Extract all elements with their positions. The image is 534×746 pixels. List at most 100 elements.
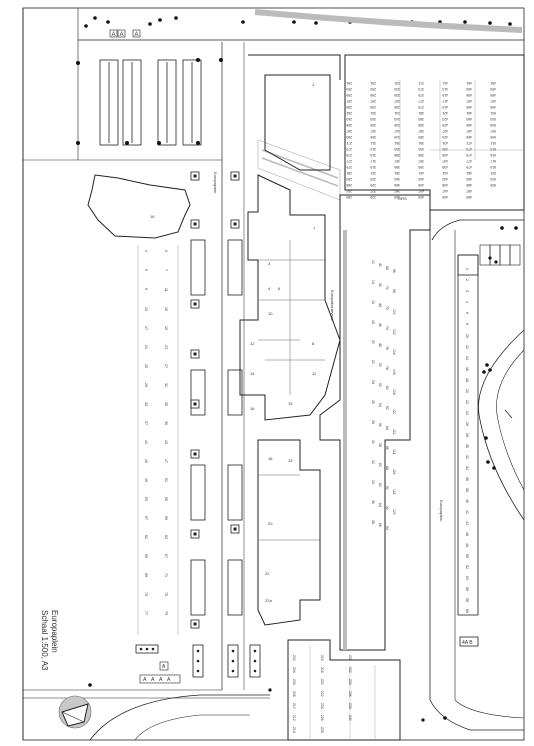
bottom-house-number: 224 [320, 703, 324, 709]
center-house-number: 102 [392, 329, 396, 335]
house-number: 353 [394, 147, 400, 151]
house-number: 391 [418, 141, 424, 145]
house-number: 359 [394, 165, 400, 169]
house-number: 425 [442, 123, 448, 127]
house-number: 505 [490, 123, 496, 127]
center-house-number: 20 [371, 340, 375, 344]
house-number: 339 [394, 105, 400, 109]
house-number: 417 [442, 99, 448, 103]
house-number: 463 [466, 117, 472, 121]
center-house-number: 16 [371, 300, 375, 304]
right-lot-number: 18 [465, 378, 469, 382]
house-number: 323 [370, 177, 376, 181]
house-number: 257 [346, 99, 352, 103]
lot-number: 23 [164, 345, 168, 349]
right-top-lots [479, 244, 521, 266]
center-house-number: 28 [371, 420, 375, 424]
house-number: 455 [466, 93, 472, 97]
lot-number: 25 [144, 364, 148, 368]
center-house-number: 96 [392, 269, 396, 273]
bottom-residential-grid: 2022042062082102122142162182202222242262… [287, 639, 401, 741]
house-number: 361 [394, 171, 400, 175]
shelter-blocks [99, 59, 202, 146]
bottom-house-number: 202 [292, 655, 296, 661]
lot-number: 11 [164, 288, 168, 292]
svg-text:11: 11 [312, 371, 317, 376]
house-number: 393 [418, 147, 424, 151]
svg-text:1: 1 [312, 82, 315, 87]
right-lot-number: 56 [465, 587, 469, 591]
house-number: 411 [442, 81, 448, 85]
house-number: 287 [346, 189, 352, 193]
svg-text:A: A [151, 677, 155, 683]
house-number: 477 [466, 159, 472, 163]
house-number: 523 [490, 177, 496, 181]
house-number: 299 [370, 105, 376, 109]
right-lot-number: 32 [465, 455, 469, 459]
bottom-house-number: 236 [348, 691, 352, 697]
lot-number: 77 [144, 611, 148, 615]
house-number: 449 [442, 195, 448, 199]
center-house-number: 66 [378, 523, 382, 527]
center-house-number: 104 [392, 349, 396, 355]
house-number: 427 [442, 129, 448, 133]
house-number: 345 [394, 123, 400, 127]
right-lot-number: 52 [465, 565, 469, 569]
center-house-number: 90 [385, 486, 389, 490]
house-number: 473 [466, 147, 472, 151]
house-number: 387 [418, 129, 424, 133]
svg-text:14: 14 [250, 371, 255, 376]
center-house-number: 76 [385, 346, 389, 350]
center-house-number: 116 [392, 469, 396, 475]
house-number: 471 [466, 141, 472, 145]
house-number: 503 [490, 117, 496, 121]
right-lot-number: 46 [465, 532, 469, 536]
lot-number: 79 [164, 611, 168, 615]
lot-number: 53 [144, 497, 148, 501]
lot-number: 49 [144, 478, 148, 482]
house-number: 497 [490, 99, 496, 103]
right-lot-number: 2 [465, 279, 469, 281]
center-house-number: 70 [385, 286, 389, 290]
lot-number: 1 [144, 250, 148, 252]
house-number: 443 [442, 177, 448, 181]
house-number: 479 [466, 165, 472, 169]
center-house-number: 54 [378, 403, 382, 407]
house-number: 319 [370, 165, 376, 169]
house-number: 493 [490, 87, 496, 91]
house-number: 309 [370, 135, 376, 139]
house-number: 277 [346, 159, 352, 163]
house-number: 389 [418, 135, 424, 139]
house-number: 429 [442, 135, 448, 139]
lot-number: 29 [144, 383, 148, 387]
svg-text:16: 16 [150, 214, 155, 219]
house-number: 279 [346, 165, 352, 169]
house-number: 331 [394, 81, 400, 85]
right-lot-number: 42 [465, 510, 469, 514]
house-number: 281 [346, 171, 352, 175]
right-lot-number: 6 [465, 312, 469, 314]
svg-text:19: 19 [288, 458, 293, 463]
lot-number: 67 [164, 554, 168, 558]
right-lot-strip: 1234681012141618202224262830323436384042… [457, 254, 479, 616]
house-number: 513 [490, 147, 496, 151]
svg-text:10: 10 [268, 311, 273, 316]
house-number: 375 [418, 93, 424, 97]
bottom-house-number: 210 [292, 703, 296, 709]
lot-number: 61 [144, 535, 148, 539]
house-number: 267 [346, 129, 352, 133]
house-number: 441 [442, 171, 448, 175]
center-house-number: 64 [378, 503, 382, 507]
house-number: 311 [370, 141, 376, 145]
center-house-number: 72 [385, 306, 389, 310]
house-number: 383 [418, 117, 424, 121]
right-lot-number: 22 [465, 400, 469, 404]
svg-text:4: 4 [268, 286, 271, 291]
right-lot-number: 24 [465, 411, 469, 415]
svg-text:15: 15 [288, 401, 293, 406]
center-house-number: 22 [371, 360, 375, 364]
center-house-number: 94 [385, 526, 389, 530]
center-house-number: 78 [385, 366, 389, 370]
